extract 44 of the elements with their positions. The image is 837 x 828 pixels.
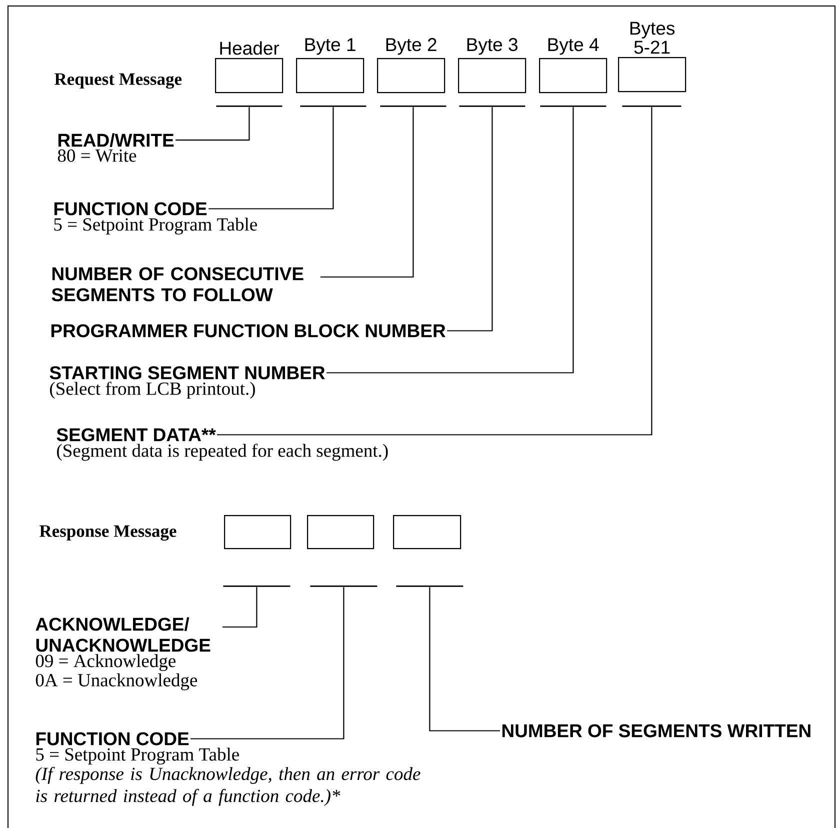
leader-line <box>176 107 250 141</box>
callout-text: PROGRAMMER FUNCTION BLOCK NUMBER <box>51 324 446 338</box>
underline-bar <box>396 586 464 587</box>
underline-bar <box>216 106 282 107</box>
callout-text: SEGMENT DATA** (Segment data is repeated for each segment.) <box>56 428 388 461</box>
leader-line <box>320 107 414 278</box>
callout-text: FUNCTION CODE 5 = Setpoint Program Table <box>54 202 257 235</box>
byte-box: Byte 2 <box>377 38 446 94</box>
callout-text: ACKNOWLEDGE/ UNACKNOWLEDGE 09 = Acknowledge 0A = Unacknowledge <box>36 617 210 690</box>
leader-line <box>447 107 493 332</box>
callout-text: FUNCTION CODE 5 = Setpoint Program Table (If response is Unacknowledge, then an error code is returned instead of a function code.)* <box>36 732 420 806</box>
callout-text: READ/WRITE 80 = Write <box>58 133 174 162</box>
node-label: Header <box>220 41 280 55</box>
byte-box: Bytes 5-21 <box>618 22 686 92</box>
node-label: Byte 4 <box>548 38 599 55</box>
node-label: Byte 1 <box>305 38 356 55</box>
byte-box <box>393 515 462 550</box>
callout-text: NUMBER OF SEGMENTS WRITTEN <box>502 724 810 738</box>
callout-text: STARTING SEGMENT NUMBER (Select from LCB printout.) <box>50 366 325 399</box>
underline-bar <box>380 106 446 107</box>
leader-line <box>190 587 344 740</box>
leader-line <box>222 587 258 628</box>
leader-line <box>208 107 334 210</box>
byte-box: Byte 1 <box>296 38 364 94</box>
byte-box: Byte 3 <box>458 38 526 94</box>
leader-line <box>217 107 652 436</box>
underline-bar <box>540 106 606 107</box>
byte-box: Byte 4 <box>539 38 608 94</box>
underline-bar <box>310 586 378 587</box>
node-label: Bytes 5-21 <box>630 22 675 54</box>
underline-bar <box>223 586 290 587</box>
underline-bar <box>300 106 366 107</box>
message-label: Response Message <box>40 525 176 541</box>
byte-box <box>224 515 292 550</box>
byte-box: Header <box>215 41 284 94</box>
node-label: Byte 2 <box>386 38 436 55</box>
node-label: Byte 3 <box>467 38 518 55</box>
message-label: Request Message <box>54 73 182 89</box>
byte-box <box>307 515 374 550</box>
underline-bar <box>459 106 526 107</box>
leader-line <box>429 587 500 732</box>
leader-line <box>326 107 574 374</box>
underline-bar <box>622 106 682 107</box>
callout-text: NUMBER OF CONSECUTIVE SEGMENTS TO FOLLOW <box>52 267 304 302</box>
